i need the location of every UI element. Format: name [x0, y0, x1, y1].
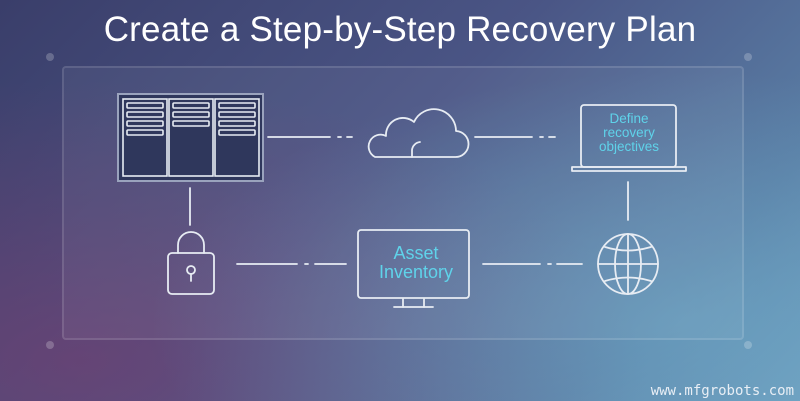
laptop-icon: [571, 104, 687, 172]
lock-icon: [167, 231, 215, 295]
asset-inventory-label: Asset Inventory: [378, 243, 454, 282]
watermark: www.mfgrobots.com: [650, 383, 794, 399]
spreadsheet-icon: [117, 93, 264, 182]
define-objectives-label: Define recovery objectives: [598, 111, 660, 154]
page-title: Create a Step-by-Step Recovery Plan: [103, 10, 697, 49]
globe-icon: [597, 233, 659, 295]
corner-dots: [46, 53, 752, 349]
monitor-icon: [357, 229, 470, 308]
cloud-icon: [367, 108, 470, 158]
